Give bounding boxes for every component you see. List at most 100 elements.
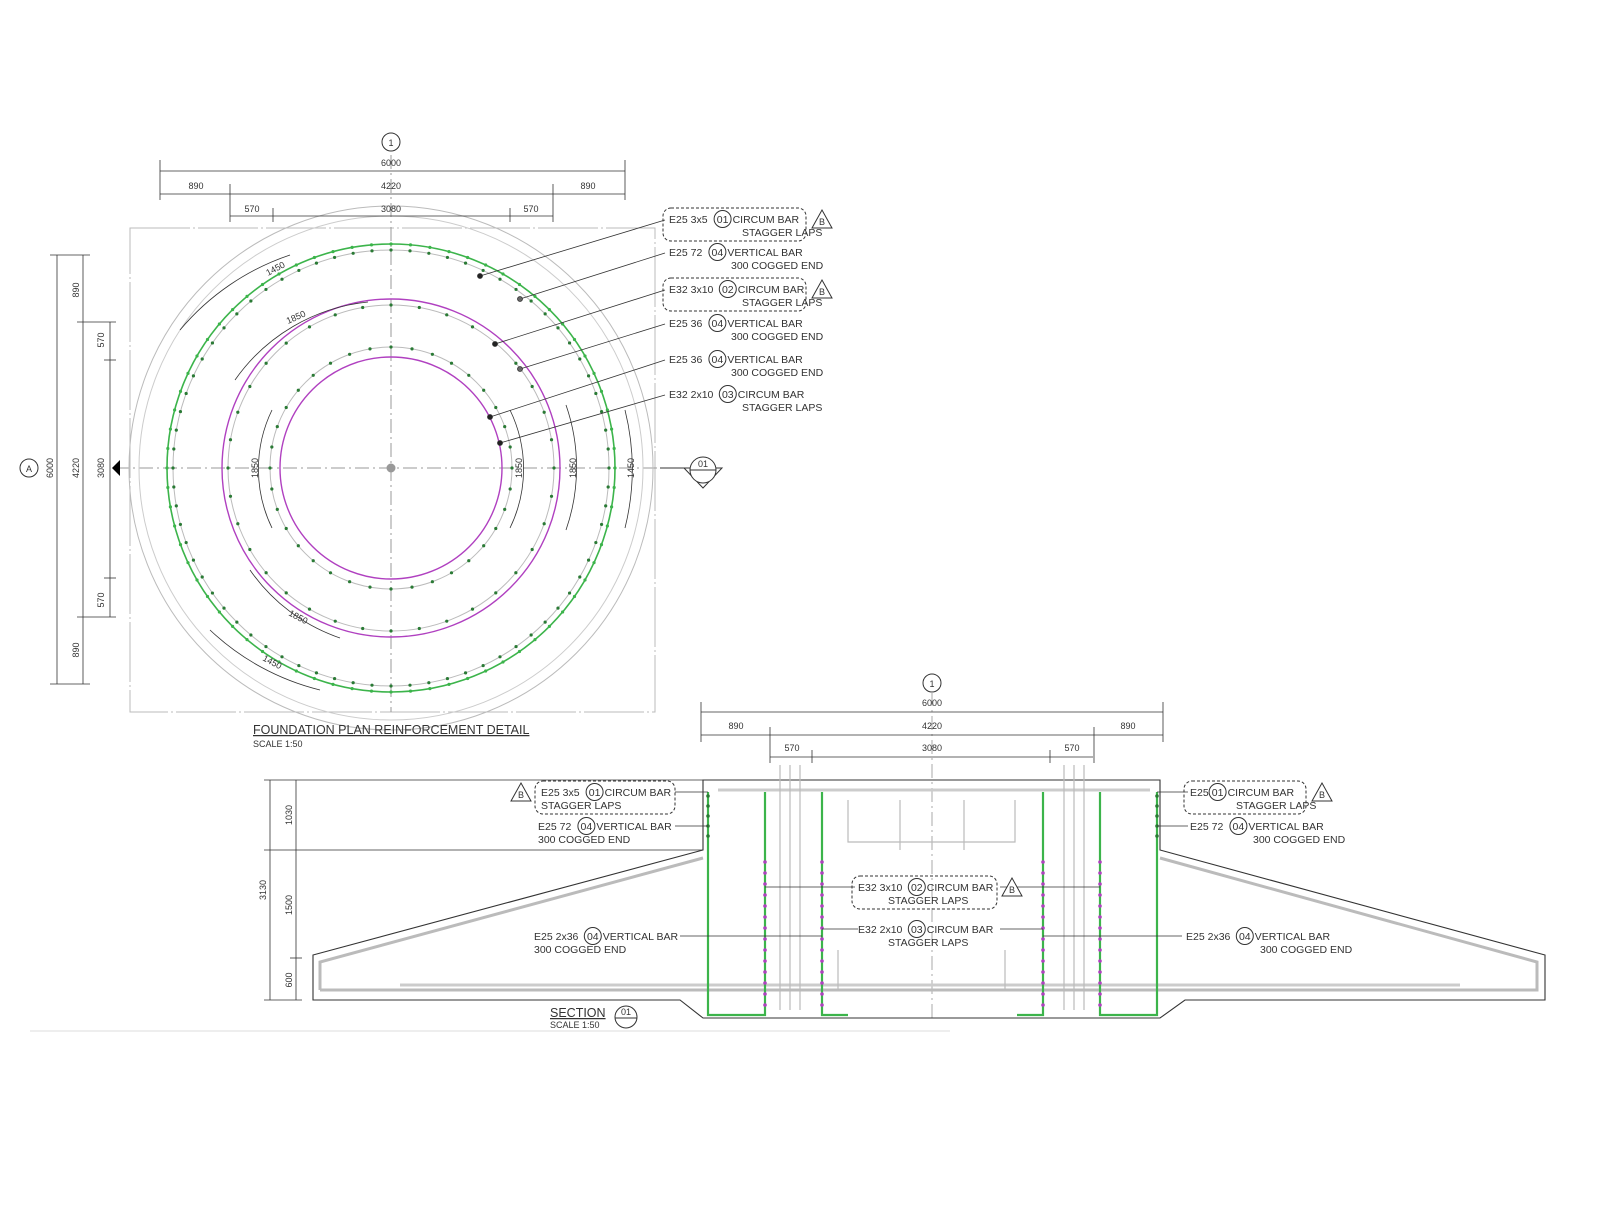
rebar-dot	[331, 682, 335, 686]
bar-mark-bubble	[583, 927, 602, 945]
rebar-dot	[1098, 893, 1102, 897]
dim-text: 890	[580, 181, 595, 191]
callout-bar-spec: E25 2x36	[1186, 931, 1231, 943]
rebar-dot	[1098, 926, 1102, 930]
rebar-dot	[311, 559, 315, 563]
rebar-dot	[1041, 948, 1045, 952]
dim-text: 890	[71, 282, 81, 297]
rebar-dot	[333, 619, 337, 623]
rebar-dot	[514, 571, 518, 575]
foundation-plan	[115, 155, 680, 731]
rebar-dot	[572, 594, 577, 599]
rebar-dot	[763, 992, 767, 996]
bar-mark-bubble	[577, 817, 596, 835]
rebar-dot	[348, 580, 352, 584]
section-cut-marker[interactable]: 01	[112, 456, 724, 489]
bar-mark: 01	[589, 787, 601, 799]
rebar-dot	[333, 313, 337, 317]
bar-mark: 03	[911, 924, 923, 936]
rebar-dot	[408, 683, 412, 687]
rebar-dot	[348, 352, 352, 356]
callout-note: STAGGER LAPS	[888, 937, 968, 949]
rebar-dot	[264, 571, 268, 575]
rebar-dot	[314, 671, 319, 675]
rebar-dot	[820, 992, 824, 996]
section-dims-left	[264, 779, 703, 1001]
rebar-dot	[508, 487, 512, 491]
revision-cloud	[851, 875, 998, 910]
rebar-dot	[228, 438, 233, 442]
rebar-dot	[820, 970, 824, 974]
rebar-dot	[763, 959, 767, 963]
rebar-dot	[417, 305, 421, 310]
rebar-dot	[369, 243, 374, 247]
rebar-dot	[543, 620, 547, 624]
rebar-dot	[210, 591, 215, 595]
rebar-dot	[389, 629, 393, 633]
rebar-dot	[217, 322, 222, 326]
section-marker-label: 01	[621, 1007, 631, 1017]
rebar-dot	[1098, 992, 1102, 996]
rebar-dot	[578, 357, 582, 361]
plan-dims-top	[159, 160, 626, 222]
rebar-dot	[236, 410, 240, 414]
rebar-dot	[260, 649, 265, 654]
arc-dimensions	[179, 254, 633, 691]
rebar-dot	[763, 926, 767, 930]
grid-label: 1	[929, 679, 934, 689]
rebar-dot	[706, 814, 710, 818]
rebar-dot	[820, 937, 824, 941]
rebar-dot	[370, 683, 374, 687]
rebar-dot	[609, 505, 614, 509]
callout-bar-spec: E25 3x5	[541, 787, 580, 799]
rebar-dot	[613, 466, 617, 470]
rebar-dot	[1098, 915, 1102, 919]
rebar-dot	[1041, 871, 1045, 875]
rebar-dot	[820, 882, 824, 886]
rebar-dot	[351, 251, 355, 255]
plan-dims-left	[50, 254, 116, 685]
rebar-dot	[173, 408, 177, 412]
rebar-dot	[200, 357, 204, 361]
callout-description: CIRCUM BAR	[927, 882, 994, 894]
rebar-dot	[447, 250, 451, 254]
dim-text: 6000	[45, 458, 55, 478]
rebar-dot	[763, 981, 767, 985]
rebar-dot	[609, 427, 614, 431]
rebar-dot	[369, 689, 374, 693]
rebar-dot	[260, 282, 265, 287]
rebar-dot	[307, 325, 312, 329]
rebar-dot	[248, 384, 252, 389]
rebar-dot	[235, 620, 239, 624]
rebar-dot	[517, 649, 522, 654]
rebar-dot	[1098, 882, 1102, 886]
rebar-dot	[389, 587, 393, 591]
rebar-dot	[549, 494, 554, 498]
rebar-dot	[467, 559, 471, 563]
callout-description: VERTICAL BAR	[727, 247, 803, 259]
rebar-dot	[820, 1003, 824, 1007]
rebar-dot	[820, 871, 824, 875]
bar-mark: 01	[717, 214, 729, 226]
bar-mark-bubble	[1208, 783, 1227, 801]
callout-note: STAGGER LAPS	[742, 227, 822, 239]
rebar-dot	[463, 261, 468, 265]
rebar-dot	[228, 494, 233, 498]
bar-mark-bubble	[1235, 927, 1254, 945]
plan-grid-a: A	[19, 458, 39, 478]
rebar-dot	[494, 591, 498, 595]
rebar-dot	[284, 341, 288, 345]
rebar-dot	[556, 606, 560, 610]
callout-note: STAGGER LAPS	[541, 800, 621, 812]
callout-description: CIRCUM BAR	[738, 389, 805, 401]
rebar-dot	[389, 242, 393, 246]
rebar-dot	[498, 277, 502, 281]
rebar-dot	[191, 374, 196, 378]
callout-bar-spec: E25 72	[1190, 821, 1223, 833]
rebar-dot	[567, 591, 572, 595]
section-outline	[312, 765, 1546, 1019]
rebar-dot	[498, 655, 502, 659]
rebar-dot	[205, 594, 210, 599]
